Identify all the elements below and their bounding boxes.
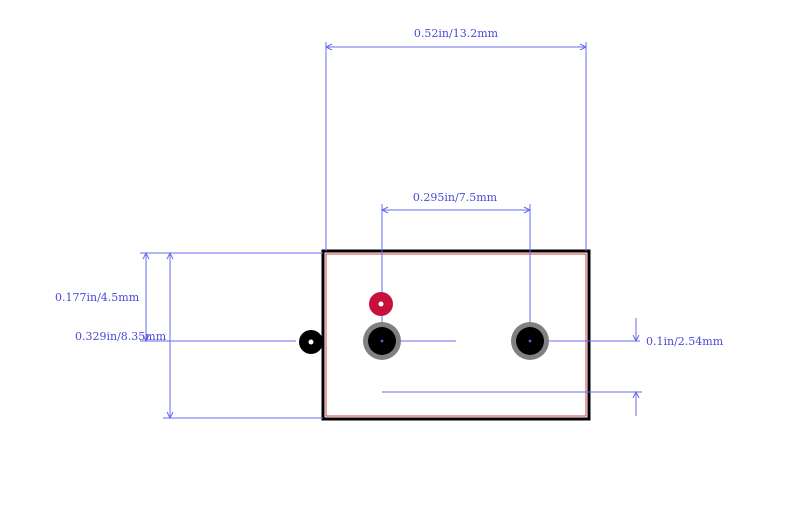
dimension-left-extensions [140, 252, 323, 419]
dimension-pin-spacing-label: 0.295in/7.5mm [413, 191, 498, 204]
silkscreen-outline [325, 253, 587, 417]
dimension-pin-spacing [380, 204, 532, 341]
dimension-overall-height-label: 0.329in/8.35mm [75, 330, 167, 343]
dimension-pin-offset-label: 0.177in/4.5mm [55, 291, 140, 304]
dimension-overall-width-label: 0.52in/13.2mm [414, 27, 499, 40]
dimension-overall-width [324, 42, 588, 251]
dimension-pin-offset [142, 251, 150, 343]
component-outline [321, 249, 591, 421]
pin1-marker [369, 292, 393, 316]
origin-marker [299, 330, 323, 354]
pad-2 [511, 322, 549, 360]
dimension-pad-step [382, 318, 642, 416]
dimension-pad-step-label: 0.1in/2.54mm [646, 335, 724, 348]
dimension-overall-height [166, 251, 174, 420]
pad-1 [363, 322, 401, 360]
